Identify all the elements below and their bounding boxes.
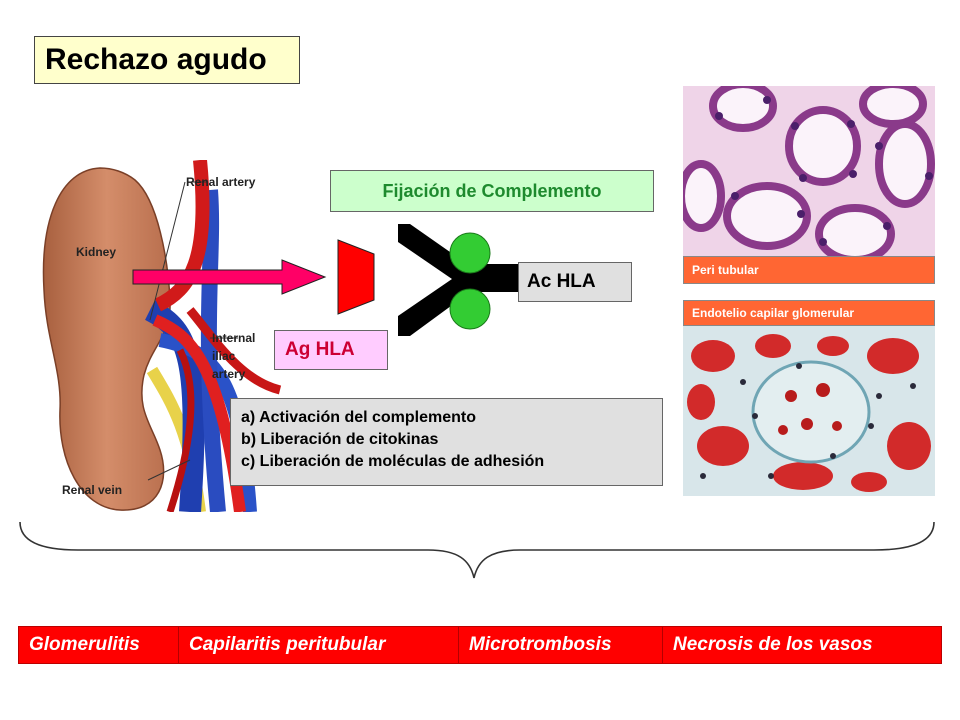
lesion-cell: Capilaritis peritubular (179, 627, 459, 663)
mechanism-item: a) Activación del complemento (241, 409, 477, 426)
glomerular-caption: Endotelio capilar glomerular (683, 300, 935, 326)
peritubular-caption: Peri tubular (683, 256, 935, 284)
renal-vein-label: Renal vein (62, 483, 123, 497)
antibody-label: Ac HLA (518, 262, 632, 302)
internal-iliac-label-3: artery (212, 367, 246, 381)
complement-circle-bottom (449, 288, 491, 330)
mechanism-item: c) Liberación de moléculas de adhesión (241, 453, 545, 470)
internal-iliac-label-2: iliac (212, 349, 236, 363)
kidney-label: Kidney (76, 245, 117, 259)
peritubular-histology-image (677, 80, 935, 264)
curly-brace (19, 521, 935, 579)
mechanism-list: a) Activación del complemento b) Liberac… (230, 398, 663, 486)
lesion-cell: Necrosis de los vasos (673, 634, 873, 655)
renal-artery-label: Renal artery (186, 175, 256, 189)
lesion-cell: Microtrombosis (459, 627, 663, 663)
complement-circle-top (449, 232, 491, 274)
lesion-row: Glomerulitis Capilaritis peritubular Mic… (18, 626, 942, 664)
mechanism-item: b) Liberación de citokinas (241, 431, 439, 448)
arrow-right-icon (132, 259, 327, 295)
antigen-shape (337, 239, 375, 315)
antigen-label: Ag HLA (274, 330, 388, 370)
page-title: Rechazo agudo (34, 36, 300, 84)
internal-iliac-label-1: Internal (212, 331, 256, 345)
glomerular-histology-image (683, 326, 935, 496)
complement-fixation-label: Fijación de Complemento (330, 170, 654, 212)
lesion-cell: Glomerulitis (19, 627, 179, 663)
